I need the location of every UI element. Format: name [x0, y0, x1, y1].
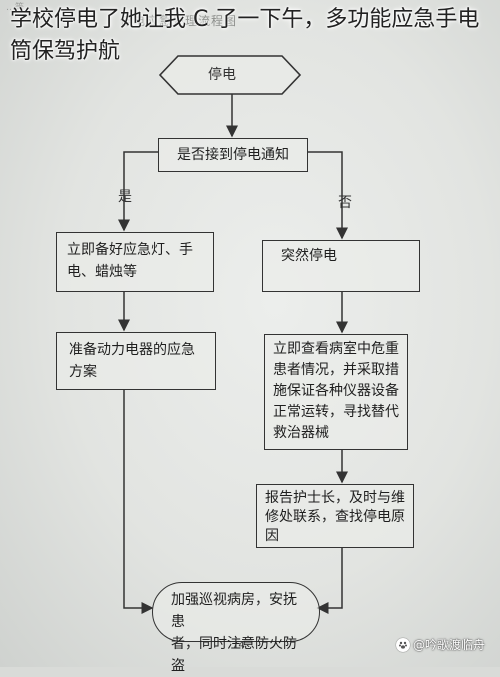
no-step1-text: 突然停电 — [281, 248, 337, 264]
no-step-check-patients: 立即查看病室中危重患者情况，并采取措施保证各种仪器设备正常运转，寻找替代救治器械 — [264, 334, 408, 450]
no-step3-text: 报告护士长，及时与维修处联系，查找停电原因 — [265, 490, 405, 544]
yes-step2-text: 准备动力电器的应急方案 — [69, 342, 195, 380]
watermark-text: @吟歌渡临舟 — [413, 638, 486, 652]
corner-mark: …等 — [6, 3, 25, 13]
faded-document-heading: 停电应急处理流程图 — [120, 14, 238, 28]
no-step-sudden-outage: 突然停电 — [262, 240, 420, 292]
no-step2-text: 立即查看病室中危重患者情况，并采取措施保证各种仪器设备正常运转，寻找替代救治器械 — [273, 341, 399, 441]
overlay-title: 学校停电了她让我 C 了一下午，多功能应急手电筒保驾护航 — [10, 7, 480, 64]
yes-step-prepare-lights: 立即备好应急灯、手电、蜡烛等 — [56, 232, 214, 292]
end-terminal: 加强巡视病房，安抚患 者，同时注意防火防盗 — [152, 582, 320, 674]
decision-text: 是否接到停电通知 — [177, 147, 289, 163]
decision-box: 是否接到停电通知 — [158, 138, 308, 172]
start-shape — [158, 55, 302, 95]
no-step-report: 报告护士长，及时与维修处联系，查找停电原因 — [256, 484, 414, 548]
end-line-1: 加强巡视病房，安抚患 — [171, 592, 297, 630]
watermark: @吟歌渡临舟 — [396, 636, 485, 653]
page-number: 74 — [232, 640, 245, 651]
no-label: 否 — [338, 195, 352, 211]
yes-label: 是 — [118, 189, 132, 205]
start-label: 停电 — [208, 67, 236, 83]
yes-step-power-plan: 准备动力电器的应急方案 — [56, 332, 216, 390]
paw-icon — [396, 637, 410, 652]
yes-step1-text: 立即备好应急灯、手电、蜡烛等 — [67, 242, 193, 280]
